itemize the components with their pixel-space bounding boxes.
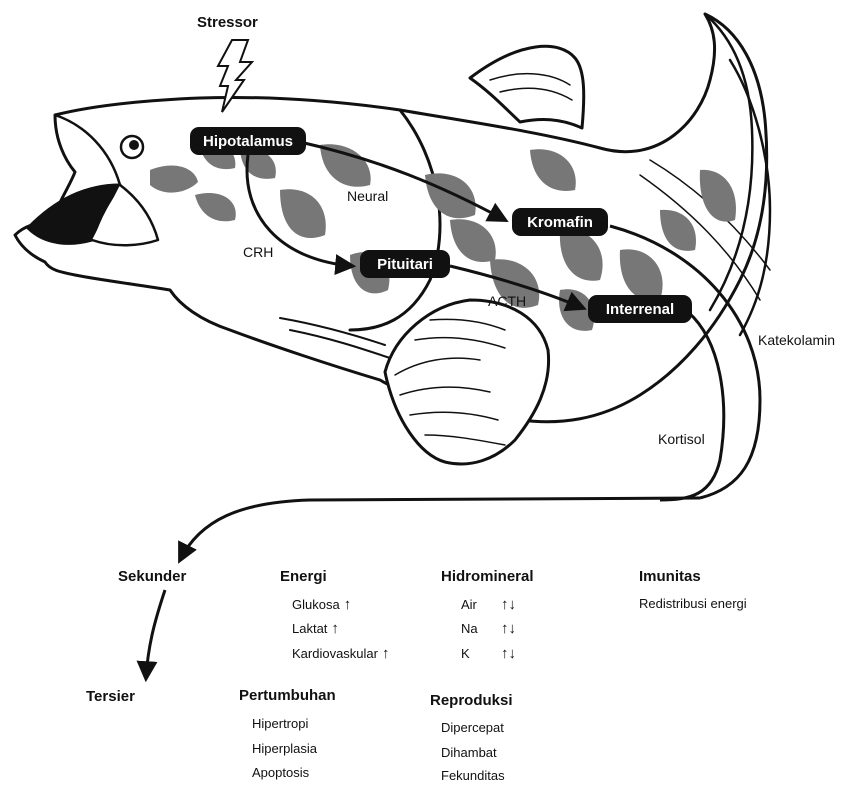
tersier-label: Tersier <box>86 688 135 705</box>
imunitas-item: Redistribusi energi <box>639 596 747 611</box>
pertumbuhan-item: Apoptosis <box>252 765 309 780</box>
pertumbuhan-item: Hipertropi <box>252 716 308 731</box>
acth-label: ACTH <box>488 293 526 309</box>
stressor-label: Stressor <box>197 14 258 31</box>
hidromineral-item: K↑↓ <box>461 645 516 662</box>
reproduksi-item: Dihambat <box>441 745 497 760</box>
energi-title: Energi <box>280 568 327 585</box>
imunitas-title: Imunitas <box>639 568 701 585</box>
reproduksi-item: Dipercepat <box>441 720 504 735</box>
sekunder-label: Sekunder <box>118 568 186 585</box>
node-pituitari: Pituitari <box>360 250 450 278</box>
neural-label: Neural <box>347 188 388 204</box>
reproduksi-item: Fekunditas <box>441 768 505 783</box>
kortisol-label: Kortisol <box>658 431 705 447</box>
pertumbuhan-title: Pertumbuhan <box>239 687 336 704</box>
energi-item: Glukosa↑ <box>292 596 351 613</box>
hidromineral-item: Air↑↓ <box>461 596 516 613</box>
crh-label: CRH <box>243 244 273 260</box>
hidromineral-item: Na↑↓ <box>461 620 516 637</box>
node-interrenal: Interrenal <box>588 295 692 323</box>
node-pituitari-label: Pituitari <box>377 256 433 273</box>
hidromineral-title: Hidromineral <box>441 568 534 585</box>
pertumbuhan-item: Hiperplasia <box>252 741 317 756</box>
energi-item: Kardiovaskular↑ <box>292 645 390 662</box>
node-kromafin: Kromafin <box>512 208 608 236</box>
node-kromafin-label: Kromafin <box>527 214 593 231</box>
reproduksi-title: Reproduksi <box>430 692 513 709</box>
katekolamin-label: Katekolamin <box>758 332 835 348</box>
node-hipotalamus: Hipotalamus <box>190 127 306 155</box>
energi-item: Laktat↑ <box>292 620 339 637</box>
arrow-to-sekunder <box>180 498 700 560</box>
fish-illustration <box>15 14 770 464</box>
dorsal-fin <box>470 46 584 128</box>
node-hipotalamus-label: Hipotalamus <box>203 133 293 150</box>
arrow-sekunder-tersier <box>146 590 165 678</box>
node-interrenal-label: Interrenal <box>606 301 674 318</box>
